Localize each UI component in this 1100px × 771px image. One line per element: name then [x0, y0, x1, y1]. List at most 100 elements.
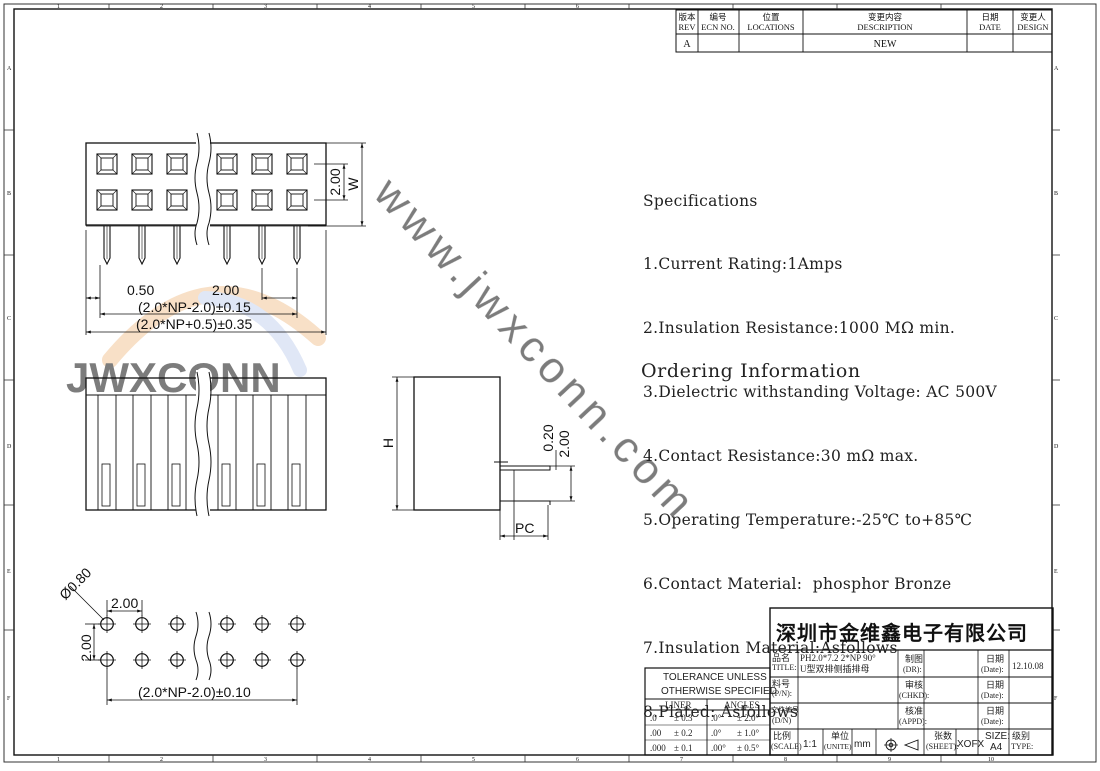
- tolerance-liner-digit: .00: [650, 728, 662, 738]
- col-label-5: 5: [472, 4, 475, 10]
- unit-value: mm: [854, 739, 871, 750]
- loc-header-en: LOCATIONS: [747, 22, 794, 32]
- tolerance-title-2: OTHERWISE SPECIFIED: [661, 686, 777, 697]
- col-label-bottom-2: 2: [160, 757, 163, 763]
- spec-item: 8.Plated: Asfollows: [643, 702, 799, 721]
- title-label-cn: 品名: [772, 653, 791, 663]
- date-label-en-1: (Date):: [981, 665, 1004, 674]
- row-label-d: D: [7, 444, 12, 450]
- dim-hole-diameter: Ø0.80: [56, 564, 94, 602]
- unit-label-cn: 单位: [831, 731, 850, 741]
- tolerance-angle-value: ± 1.0°: [737, 728, 760, 738]
- date-value: 12.10.08: [1012, 661, 1044, 671]
- col-label-3: 3: [264, 4, 267, 10]
- row-label-right-a: A: [1054, 66, 1059, 72]
- dim-pin-offset: 0.20: [540, 424, 556, 451]
- drawn-label-cn: 制图: [905, 654, 924, 664]
- col-label-1: 1: [57, 4, 60, 10]
- type-label-en: TYPE:: [1011, 742, 1034, 751]
- side-view: [392, 376, 575, 540]
- tolerance-liner-value: ± 0.3: [674, 713, 693, 723]
- dim-pin-pitch: 2.00: [556, 430, 572, 457]
- approved-label-en: (APPD):: [899, 717, 928, 726]
- date-label-en-3: (Date):: [981, 717, 1004, 726]
- rear-view: [85, 370, 327, 520]
- date-header-cn: 日期: [981, 12, 998, 22]
- part-label-en: (P/N):: [772, 689, 792, 698]
- ecn-header-en: ECN NO.: [701, 22, 735, 32]
- rev-header-cn: 版本: [678, 12, 696, 22]
- design-header-cn: 变更人: [1020, 12, 1046, 22]
- spec-item: 6.Contact Material: phosphor Bronze: [643, 574, 952, 593]
- row-label-right-c: C: [1054, 316, 1058, 322]
- scale-value: 1:1: [803, 739, 817, 750]
- tolerance-title-1: TOLERANCE UNLESS: [663, 672, 767, 683]
- dim-pcb-pitch-vertical: 2.00: [78, 634, 94, 661]
- sheet-label-cn: 张数: [934, 731, 953, 741]
- row-label-right-f: F: [1054, 696, 1058, 702]
- loc-header-cn: 位置: [762, 12, 780, 22]
- front-dimensions: [85, 142, 366, 335]
- scale-label-en: (SCALE): [771, 742, 802, 751]
- spec-item: 1.Current Rating:1Amps: [643, 255, 843, 274]
- sheet-frame: 1 2 3 4 5 6 1 2 3 4 5 6 7 8 9 10 A B C D…: [3, 3, 1097, 763]
- dim-w: W: [345, 177, 361, 191]
- spec-title: Specifications: [643, 191, 758, 210]
- tolerance-angle-value: ± 0.5°: [737, 743, 760, 753]
- dim-row-length: (2.0*NP-2.0)±0.15: [138, 299, 251, 315]
- type-label-cn: 级别: [1012, 731, 1031, 741]
- tolerance-liner-value: ± 0.2: [674, 728, 693, 738]
- size-value: A4: [990, 742, 1003, 753]
- date-label-cn-3: 日期: [986, 706, 1005, 716]
- scale-label-cn: 比例: [773, 731, 792, 741]
- ordering-information: Ordering Information: [641, 360, 861, 382]
- spec-item: 4.Contact Resistance:30 mΩ max.: [643, 447, 919, 466]
- tolerance-liner-digit: .0: [650, 713, 657, 723]
- dim-pitch-vertical: 2.00: [327, 168, 343, 195]
- row-label-e: E: [7, 569, 11, 575]
- rev-value: A: [683, 39, 691, 50]
- col-label-2: 2: [160, 4, 163, 10]
- spec-item: 2.Insulation Resistance:1000 MΩ min.: [643, 319, 956, 338]
- dim-height: H: [380, 438, 396, 448]
- col-label-bottom-1: 1: [57, 757, 60, 763]
- watermark: JWXCONN www.jwxconn.com: [66, 168, 707, 531]
- spec-item: 7.Insulation Material:Asfollows: [643, 638, 898, 657]
- drawn-label-en: (DR):: [903, 665, 922, 674]
- col-label-bottom-8: 8: [784, 757, 787, 763]
- dim-pitch-horizontal: 2.00: [212, 282, 239, 298]
- tolerance-angle-digit: .00°: [711, 743, 726, 753]
- part-label-cn: 料号: [772, 679, 791, 689]
- size-label: SIZE:: [985, 731, 1011, 742]
- dim-pc: PC: [515, 520, 534, 536]
- product-line-1: PH2.0*7.2 2*NP 90°: [800, 653, 876, 663]
- tolerance-angle-digit: .0°: [711, 713, 722, 723]
- sheet-label-en: (SHEET):: [926, 742, 959, 751]
- row-label-f: F: [7, 696, 11, 702]
- revision-block: 版本 REV 编号 ECN NO. 位置 LOCATIONS 变更内容 DESC…: [675, 9, 1053, 53]
- dim-pcb-length: (2.0*NP-2.0)±0.10: [138, 684, 251, 700]
- row-label-c: C: [7, 316, 11, 322]
- dim-pcb-pitch-horizontal: 2.00: [111, 595, 138, 611]
- company-name: 深圳市金维鑫电子有限公司: [776, 621, 1028, 645]
- col-label-bottom-6: 6: [576, 757, 579, 763]
- col-label-bottom-9: 9: [888, 757, 891, 763]
- ecn-header-cn: 编号: [709, 12, 726, 22]
- date-label-cn-1: 日期: [986, 654, 1005, 664]
- row-label-b: B: [7, 191, 11, 197]
- col-label-4: 4: [368, 4, 371, 10]
- front-view: [85, 130, 327, 265]
- desc-header-cn: 变更内容: [868, 12, 903, 22]
- tolerance-liner-header: LINER: [665, 700, 692, 710]
- desc-header-en: DESCRIPTION: [857, 22, 912, 32]
- approved-label-cn: 核准: [905, 706, 924, 716]
- tolerance-angles-header: ANGLES: [724, 700, 760, 710]
- date-header-en: DATE: [979, 22, 1001, 32]
- spec-item: 3.Dielectric withstanding Voltage: AC 50…: [643, 383, 998, 402]
- dim-offset: 0.50: [127, 282, 154, 298]
- tolerance-liner-digit: .000: [650, 743, 666, 753]
- title-label-en: TITLE:: [772, 663, 797, 672]
- product-line-2: U型双排侧插排母: [800, 664, 870, 674]
